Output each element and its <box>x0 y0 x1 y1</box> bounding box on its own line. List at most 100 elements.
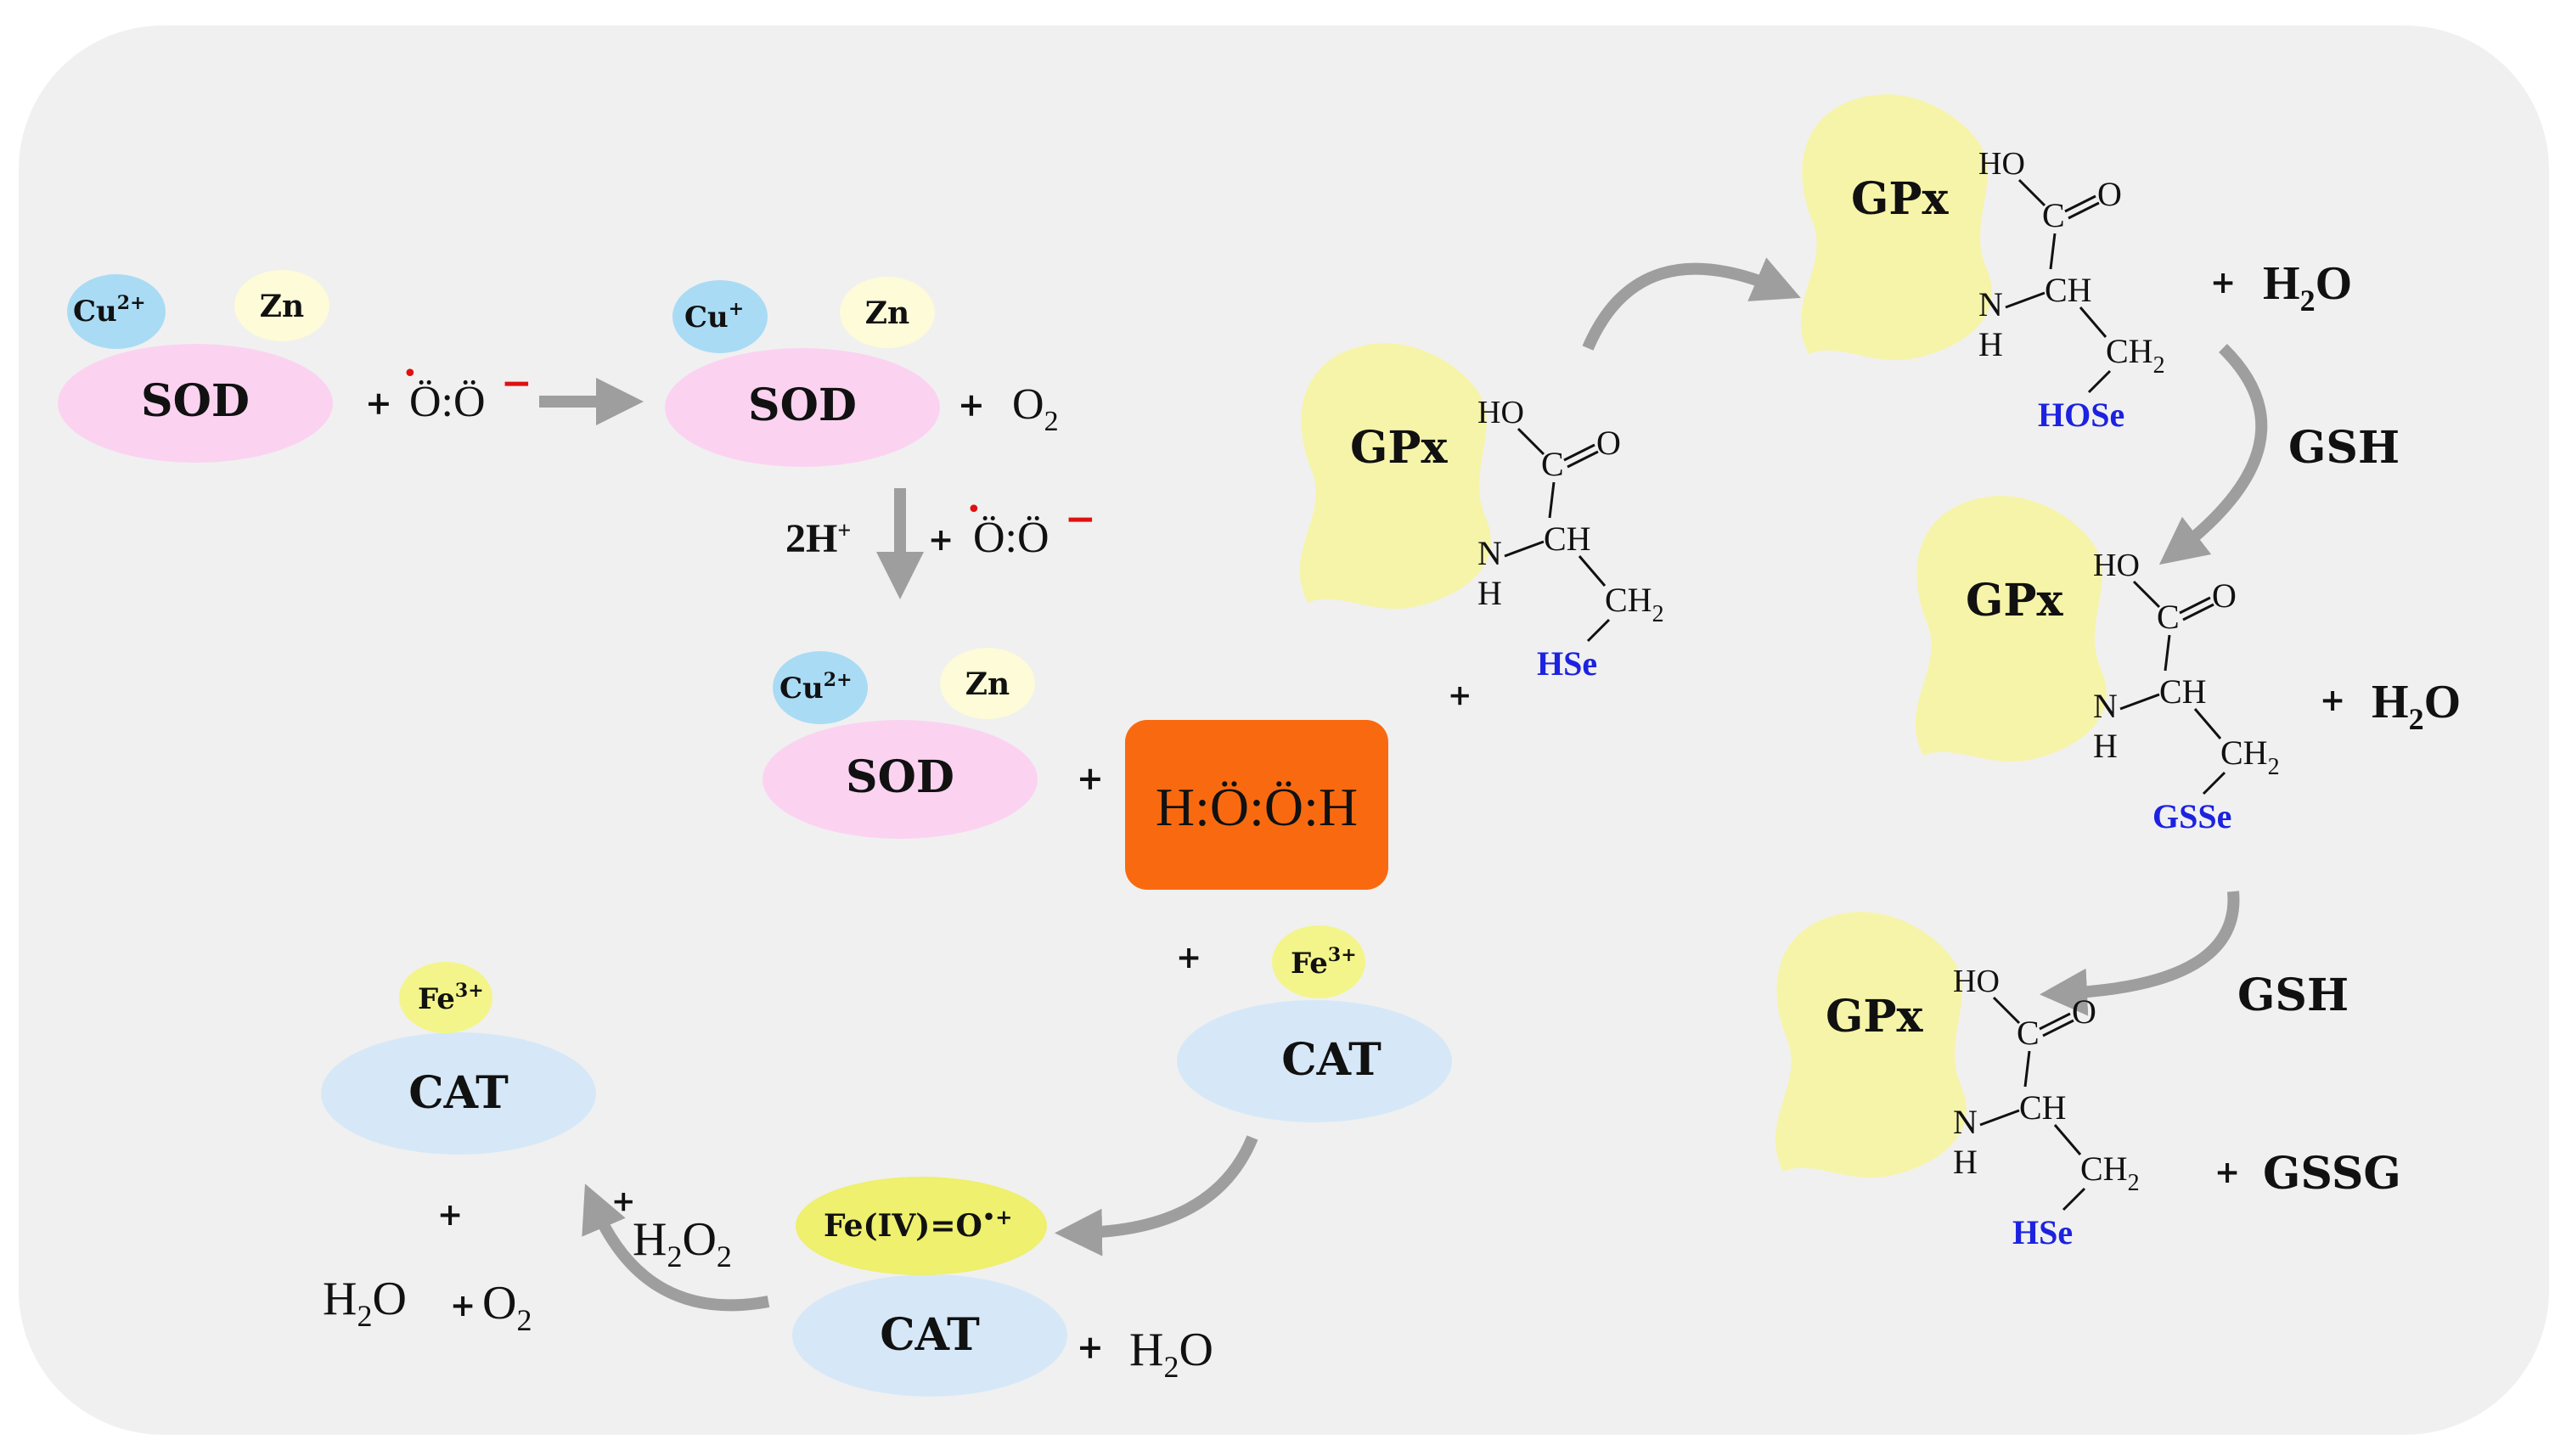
plus-sign: + <box>2210 265 2236 301</box>
minus-charge: − <box>501 362 532 405</box>
arrow-gpx1-to-gpx2 <box>1582 257 1801 351</box>
fe-ion-left <box>399 962 492 1033</box>
selenium-group-label: HSe <box>2012 1213 2073 1251</box>
alpha-carbon-label: CH <box>2159 672 2207 711</box>
plus-sign: + <box>1448 678 1472 712</box>
amine-h-label: H <box>1477 574 1502 612</box>
minus-charge: − <box>1065 498 1096 541</box>
carbon-label: C <box>1541 445 1564 483</box>
plus-sign: + <box>928 522 954 558</box>
amine-h-label: H <box>1953 1143 1978 1181</box>
superoxide-formula: Ö:Ö <box>973 514 1049 562</box>
zn-label-2: Zn <box>865 295 909 331</box>
gpx-blob <box>1915 496 2107 762</box>
bond <box>2179 596 2211 615</box>
bond <box>2005 291 2045 309</box>
cu-label-1: Cu2+ <box>73 292 146 329</box>
cu-ion-2 <box>672 280 768 353</box>
gsh-label-1: GSH <box>2288 422 2400 474</box>
o2-product-1: O2 <box>1012 380 1059 437</box>
hydroxyl-label: HO <box>1477 395 1524 430</box>
bond <box>2079 306 2107 338</box>
zn-ion-1 <box>234 270 329 341</box>
alpha-carbon-label: CH <box>2045 271 2092 309</box>
methylene-label: CH2 <box>2106 332 2165 379</box>
oxygen-label: O <box>1596 424 1621 462</box>
cat-label-right: CAT <box>1281 1034 1381 1086</box>
gssg-label: GSSG <box>2263 1148 2401 1200</box>
bond <box>2193 708 2222 739</box>
radical-dot: • <box>402 359 418 389</box>
zn-label-1: Zn <box>260 289 304 324</box>
hydroxyl-label: HO <box>2093 548 2140 583</box>
h2o-product-cat-left: H2O <box>323 1273 407 1333</box>
nitrogen-label: N <box>1953 1103 1978 1141</box>
bond <box>2053 1124 2082 1155</box>
bond <box>1578 555 1607 587</box>
superoxide-1: • Ö:Ö − <box>402 359 532 426</box>
zn-label-3: Zn <box>965 666 1010 702</box>
oxygen-label: O <box>2072 992 2096 1031</box>
h2o-product-gpx-1: H2O <box>2263 257 2352 318</box>
sod-enzyme-2 <box>665 348 940 467</box>
methylene-label: CH2 <box>2220 734 2280 780</box>
gpx-blob <box>1299 343 1491 610</box>
sod-label-1: SOD <box>141 375 250 427</box>
bond <box>2119 693 2160 711</box>
sod-label-3: SOD <box>846 751 954 803</box>
carbon-label: C <box>2157 598 2180 636</box>
plus-sign: + <box>437 1197 463 1233</box>
cat-enzyme-bottom <box>792 1274 1067 1397</box>
bond <box>1563 443 1595 462</box>
bond <box>2064 194 2096 213</box>
cu-label-3: Cu2+ <box>779 669 853 706</box>
fe-label-right: Fe3+ <box>1291 944 1357 981</box>
bond <box>1992 996 2021 1025</box>
bond <box>1548 481 1556 519</box>
gpx-blob <box>1775 912 1967 1178</box>
amine-h-label: H <box>2093 727 2118 765</box>
hydrogen-peroxide-formula: H:Ö:Ö:H <box>1156 777 1358 837</box>
methylene-label: CH2 <box>1605 581 1664 627</box>
sod-label-2: SOD <box>748 379 857 431</box>
oxygen-label: O <box>2212 576 2237 615</box>
nitrogen-label: N <box>1477 534 1502 572</box>
fe-iv-label: Fe(IV)=O•+ <box>824 1205 1012 1244</box>
bond <box>2087 369 2112 394</box>
plus-sign: + <box>1176 940 1201 975</box>
cu-label-2: Cu+ <box>684 298 744 334</box>
gpx-label: GPx <box>1826 991 1924 1043</box>
plus-sign: + <box>2320 683 2345 718</box>
oxygen-label: O <box>2097 175 2122 213</box>
bond <box>1504 540 1545 558</box>
hydroxyl-label: HO <box>1978 146 2025 182</box>
methylene-label: CH2 <box>2080 1150 2140 1196</box>
bond <box>2062 1187 2086 1211</box>
alpha-carbon-label: CH <box>1544 520 1591 558</box>
nitrogen-label: N <box>1978 285 2003 323</box>
bond <box>2132 580 2161 609</box>
carbon-label: C <box>2042 196 2065 234</box>
fe-ion-right <box>1272 925 1365 998</box>
arrow-cat-to-compound-i <box>1055 1135 1258 1256</box>
bond <box>2164 634 2171 672</box>
bond <box>1586 618 1611 643</box>
cat-enzyme-right <box>1177 1000 1452 1122</box>
gpx-label: GPx <box>1350 422 1449 474</box>
gpx-blob <box>1800 94 1992 361</box>
cu-ion-1 <box>67 274 166 349</box>
sod-enzyme-1 <box>58 344 333 463</box>
gsh-label-2: GSH <box>2237 970 2349 1021</box>
fe-label-left: Fe3+ <box>418 980 484 1016</box>
selenium-group-label: HSe <box>1537 644 1597 683</box>
superoxide-formula: Ö:Ö <box>409 378 486 426</box>
plus-sign: + <box>450 1288 475 1324</box>
